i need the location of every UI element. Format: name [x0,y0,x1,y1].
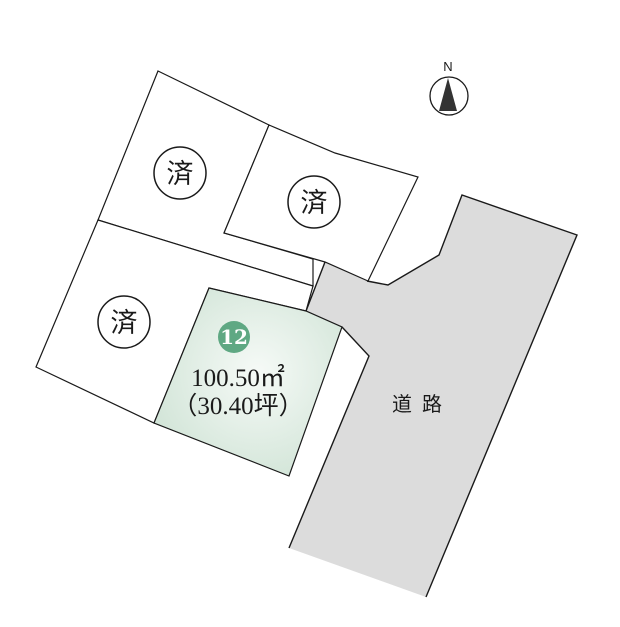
sold-circle-icon [97,295,151,349]
sold-label: 済 [301,188,328,219]
north-arrow-icon: N [429,59,469,116]
lot-area-tsubo: （30.40坪） [172,392,303,420]
road-label: 道路 [392,392,452,416]
sold-marker-bottom-left: 済 [97,295,151,349]
sold-label: 済 [167,159,194,190]
road [288,194,578,598]
lot-12-label: 12 100.50㎡ （30.40坪） [172,321,304,420]
lot-number: 12 [220,325,248,349]
sold-label: 済 [111,308,138,339]
lot-number-badge [218,321,250,353]
sold-circle-icon [287,175,341,229]
sold-marker-top-left: 済 [153,146,207,200]
sold-circle-icon [153,146,207,200]
lot-area-sqm: 100.50㎡ [191,364,285,392]
lot-12[interactable] [153,287,343,477]
north-letter: N [443,59,452,74]
sold-marker-top-right: 済 [287,175,341,229]
